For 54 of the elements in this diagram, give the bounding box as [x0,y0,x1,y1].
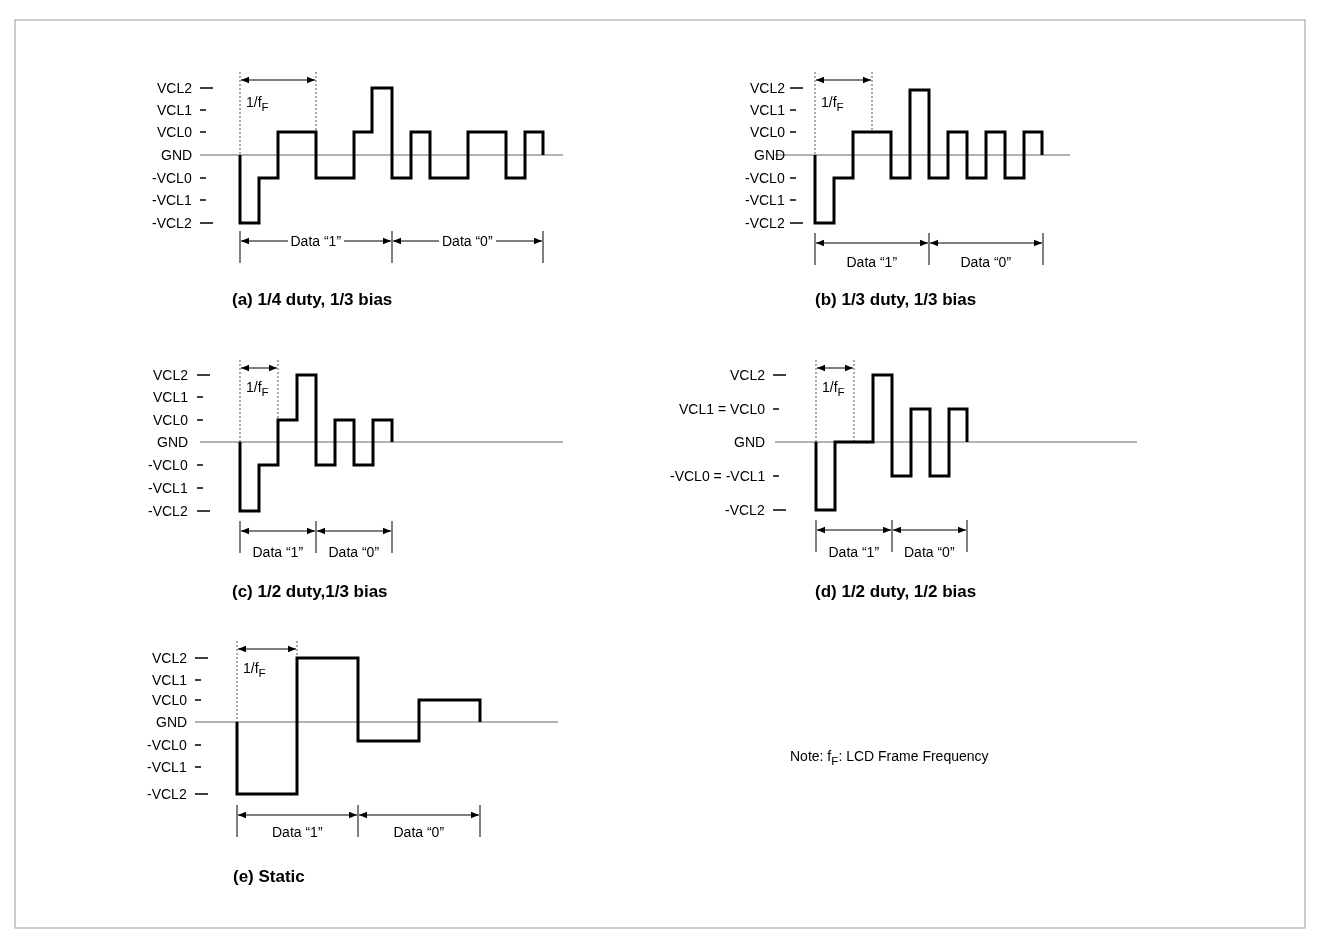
data-label: Data “0” [393,824,445,840]
voltage-level-label: -VCL1 [745,192,785,208]
voltage-level-label: -VCL1 [147,759,187,775]
period-label: 1/f$_{F}$ [243,659,266,681]
note-text: Note: f$_{F}$: LCD Frame Frequency [790,747,989,769]
voltage-level-label: VCL2 [730,367,766,383]
voltage-level-label: -VCL0 [148,457,188,473]
panel-caption: (b) 1/3 duty, 1/3 bias [815,290,977,310]
panel-caption: (c) 1/2 duty,1/3 bias [232,582,388,602]
voltage-level-label: GND [161,147,193,163]
data-label: Data “0” [960,254,1012,270]
voltage-level-label: -VCL2 [725,502,765,518]
period-label: 1/f$_{F}$ [246,93,269,115]
data-label: Data “1” [252,544,304,560]
voltage-level-label: -VCL2 [148,503,188,519]
voltage-level-label: VCL0 [157,124,193,140]
voltage-level-label: VCL1 [157,102,193,118]
voltage-level-label: -VCL1 [152,192,192,208]
period-label: 1/f$_{F}$ [821,93,844,115]
period-label: 1/f$_{F}$ [822,378,845,400]
data-label: Data “0” [328,544,380,560]
voltage-level-label: -VCL2 [152,215,192,231]
voltage-level-label: -VCL0 [745,170,785,186]
voltage-level-label: VCL0 [750,124,786,140]
panel-caption: (e) Static [233,867,305,887]
voltage-level-label: VCL1 [153,389,189,405]
voltage-level-label: GND [156,714,188,730]
data-label: Data “1” [272,824,323,840]
voltage-level-label: -VCL0 [152,170,192,186]
voltage-level-label: GND [754,147,786,163]
voltage-level-label: VCL1 [750,102,786,118]
data-label: Data “1” [287,233,345,249]
voltage-level-label: -VCL1 [148,480,188,496]
voltage-level-label: GND [157,434,189,450]
voltage-level-label: -VCL0 = -VCL1 [670,468,766,484]
voltage-level-label: VCL2 [153,367,189,383]
voltage-level-label: VCL1 [152,672,188,688]
voltage-level-label: VCL2 [750,80,786,96]
period-label: 1/f$_{F}$ [246,378,269,400]
panel-caption: (a) 1/4 duty, 1/3 bias [232,290,393,310]
voltage-level-label: VCL1 = VCL0 [679,401,765,417]
voltage-level-label: VCL0 [152,692,188,708]
data-label: Data “0” [904,544,955,560]
voltage-level-label: VCL2 [157,80,193,96]
data-label: Data “1” [828,544,880,560]
data-label: Data “0” [439,233,496,249]
voltage-level-label: -VCL2 [147,786,187,802]
voltage-level-label: -VCL0 [147,737,187,753]
voltage-level-label: VCL0 [153,412,189,428]
panel-caption: (d) 1/2 duty, 1/2 bias [815,582,977,602]
data-label: Data “1” [846,254,898,270]
voltage-level-label: VCL2 [152,650,188,666]
voltage-level-label: GND [734,434,766,450]
voltage-level-label: -VCL2 [745,215,785,231]
